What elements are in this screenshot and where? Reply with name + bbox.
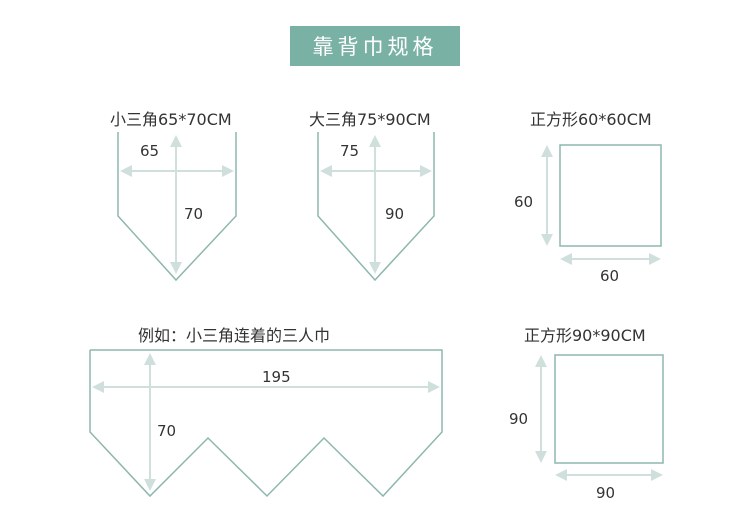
small-triangle-width-value: 65 (140, 142, 160, 160)
example-outline (89, 349, 443, 498)
square-60-label: 正方形60*60CM (530, 110, 652, 129)
square-90-label: 正方形90*90CM (524, 326, 646, 345)
small-triangle-outline (117, 132, 237, 282)
page-title-badge: 靠背巾规格 (290, 26, 460, 66)
large-triangle-shape (317, 132, 435, 282)
square-90-shape (535, 354, 664, 481)
large-triangle-height-value: 90 (385, 205, 405, 223)
square-60-outline (559, 144, 662, 247)
example-height-value: 70 (157, 422, 177, 440)
large-triangle-label: 大三角75*90CM (309, 110, 431, 129)
small-triangle-height-value: 70 (184, 205, 204, 223)
small-triangle-label: 小三角65*70CM (110, 110, 232, 129)
square-90-width-value: 90 (596, 484, 616, 502)
large-triangle-outline (317, 132, 435, 282)
square-60-width-value: 60 (600, 267, 620, 285)
square-90-outline (554, 354, 664, 464)
square-60-shape (541, 144, 662, 265)
example-width-value: 195 (262, 368, 291, 386)
example-shape (89, 349, 443, 498)
page-title: 靠背巾规格 (312, 35, 438, 59)
large-triangle-width-value: 75 (340, 142, 360, 160)
square-60-height-value: 60 (514, 193, 534, 211)
small-triangle-shape (117, 132, 237, 282)
square-90-height-value: 90 (509, 410, 529, 428)
example-label: 例如：小三角连着的三人巾 (138, 326, 331, 345)
